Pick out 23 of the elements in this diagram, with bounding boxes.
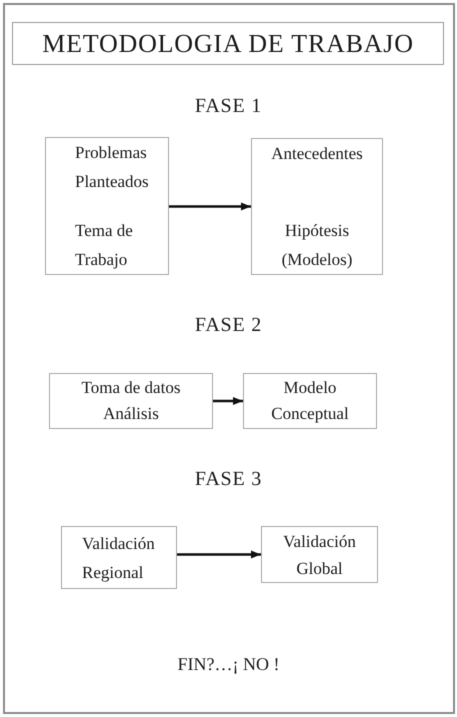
phase-heading: FASE 3 [194,467,262,491]
phase-heading: FASE 1 [194,94,262,118]
step-text: Antecedentes [270,143,364,165]
closing-note: FIN?…¡ NO ! [178,653,280,676]
step-text: Validación Global [282,530,357,580]
step-text: Validación Regional [82,532,156,584]
process-box [61,526,177,589]
arrow [177,550,261,558]
process-box [49,373,213,429]
process-box [243,373,377,429]
phase-heading: FASE 2 [194,313,262,337]
title-banner: METODOLOGIA DE TRABAJO [12,22,444,65]
process-box [261,526,378,583]
process-box [251,138,383,275]
step-text: Tema de Trabajo [75,220,134,271]
step-text: Toma de datos [80,377,182,399]
step-text: Modelo Conceptual [270,377,350,425]
step-text: Problemas Planteados [75,142,150,193]
arrow [169,202,251,210]
step-text: Análisis [102,403,160,425]
process-box [45,137,169,275]
step-text: Hipótesis (Modelos) [280,220,354,271]
arrow [213,397,243,405]
